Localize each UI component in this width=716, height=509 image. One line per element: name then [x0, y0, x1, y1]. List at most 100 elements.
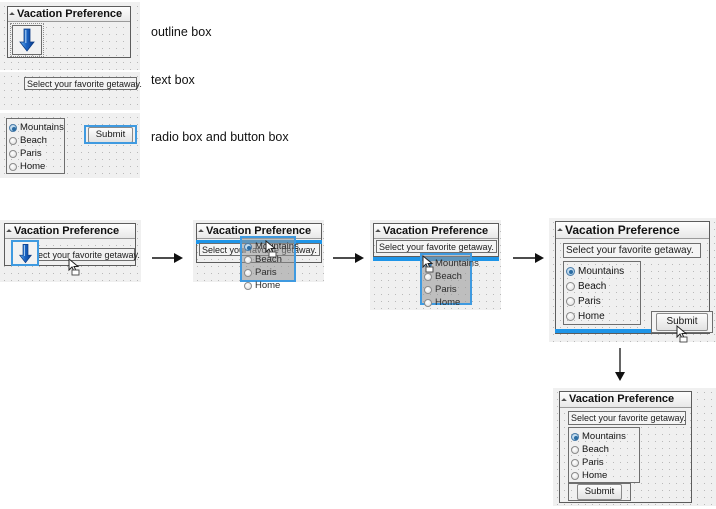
panel-title-label: Vacation Preference [17, 7, 123, 20]
submit-button[interactable]: Submit [656, 313, 708, 331]
result-outline-box[interactable]: Vacation Preference [559, 391, 692, 503]
step1-dragged-textbox[interactable]: Select your favorite getaway. [22, 248, 140, 261]
radio-dot-icon[interactable] [566, 282, 575, 291]
triangle-collapse-icon[interactable] [557, 228, 563, 234]
radio-row[interactable]: Home [244, 279, 292, 292]
radio-dot-icon[interactable] [571, 458, 579, 467]
radio-dot-icon[interactable] [9, 123, 17, 132]
radio-dot-icon[interactable] [571, 445, 579, 454]
buttonbox-sample[interactable]: Submit [85, 126, 136, 143]
radio-label: Beach [435, 270, 462, 282]
radio-label: Home [435, 296, 461, 308]
triangle-collapse-icon[interactable] [198, 229, 204, 235]
result-radiobox[interactable]: Mountains Beach Paris Home [568, 427, 640, 483]
radio-label: Mountains [582, 430, 626, 442]
step4-textbox[interactable]: Select your favorite getaway. [563, 243, 701, 258]
triangle-collapse-icon[interactable] [9, 12, 15, 18]
radio-row[interactable]: Home [566, 309, 637, 324]
radio-label: Home [578, 310, 605, 322]
result-buttonbox[interactable]: Submit [568, 483, 631, 501]
radio-dot-icon[interactable] [244, 268, 252, 277]
radio-dot-icon[interactable] [244, 242, 252, 251]
outline-box-sample[interactable]: Vacation Preference [7, 6, 131, 58]
radio-dot-icon[interactable] [424, 259, 432, 268]
radio-dot-icon[interactable] [571, 471, 579, 480]
triangle-collapse-icon[interactable] [561, 397, 567, 404]
panel-title-bar[interactable]: Vacation Preference [556, 222, 709, 239]
radio-row[interactable]: Beach [244, 253, 292, 266]
radio-row[interactable]: Paris [244, 266, 292, 279]
radio-dot-icon[interactable] [424, 285, 432, 294]
radio-row[interactable]: Home [424, 296, 468, 309]
annotation-outline-box: outline box [151, 25, 212, 39]
triangle-collapse-icon[interactable] [375, 229, 381, 235]
panel-title-bar[interactable]: Vacation Preference [8, 7, 130, 22]
radio-dot-icon[interactable] [244, 281, 252, 290]
panel-title-label: Vacation Preference [383, 224, 489, 237]
panel-title-bar[interactable]: Vacation Preference [5, 224, 135, 239]
radiobox-sample[interactable]: Mountains Beach Paris Home [6, 118, 65, 174]
flow-arrow-down [615, 348, 625, 381]
radio-dot-icon[interactable] [571, 432, 579, 441]
flow-arrow-right-2 [333, 253, 364, 263]
step4-outline-box[interactable]: Vacation Preference [555, 221, 710, 334]
submit-button[interactable]: Submit [87, 126, 134, 143]
radio-dot-icon[interactable] [9, 162, 17, 171]
radio-label: Mountains [20, 121, 64, 133]
panel-title-label: Vacation Preference [569, 393, 675, 405]
flow-arrow-right-3 [513, 253, 544, 263]
textbox-sample[interactable]: Select your favorite getaway. [24, 77, 142, 90]
annotation-text-box: text box [151, 73, 195, 87]
radio-dot-icon[interactable] [566, 312, 575, 321]
step2-dragged-radiobox[interactable]: Mountains Beach Paris Home [240, 236, 299, 290]
radio-row[interactable]: Home [9, 160, 61, 173]
radio-label: Paris [20, 147, 42, 159]
radio-row[interactable]: Beach [9, 134, 61, 147]
radio-dot-icon[interactable] [566, 297, 575, 306]
radio-row[interactable]: Paris [9, 147, 61, 160]
step4-dragged-buttonbox[interactable]: Submit [651, 311, 713, 333]
radio-row[interactable]: Paris [424, 283, 468, 296]
radio-dot-icon[interactable] [244, 255, 252, 264]
step4-radiobox[interactable]: Mountains Beach Paris Home [563, 261, 641, 325]
radio-dot-icon[interactable] [566, 267, 575, 276]
radio-row[interactable]: Mountains [571, 430, 636, 443]
triangle-collapse-icon[interactable] [6, 229, 12, 235]
radio-row[interactable]: Mountains [566, 264, 637, 279]
submit-button[interactable]: Submit [576, 484, 623, 500]
radio-label: Home [255, 279, 281, 291]
panel-title-bar[interactable]: Vacation Preference [560, 392, 691, 408]
blue-down-arrow-icon [18, 243, 32, 263]
radio-row[interactable]: Mountains [9, 121, 64, 134]
radio-row[interactable]: Beach [566, 279, 637, 294]
step3-dragged-radiobox[interactable]: Mountains Beach Paris Home [420, 253, 479, 307]
panel-title-label: Vacation Preference [14, 224, 120, 237]
radio-dot-icon[interactable] [9, 136, 17, 145]
panel-title-bar[interactable]: Vacation Preference [374, 224, 498, 239]
radio-label: Beach [255, 253, 282, 265]
radio-dot-icon[interactable] [424, 298, 432, 307]
radio-label: Paris [578, 295, 601, 307]
radio-label: Beach [20, 134, 47, 146]
radio-row[interactable]: Home [571, 469, 636, 482]
radio-row[interactable]: Beach [424, 270, 468, 283]
step1-arrow-icon-box[interactable] [12, 241, 38, 265]
radio-row[interactable]: Mountains [244, 240, 299, 253]
radio-dot-icon[interactable] [9, 149, 17, 158]
radio-label: Mountains [578, 265, 625, 277]
annotation-radio-and-button: radio box and button box [151, 130, 289, 144]
radio-label: Paris [435, 283, 457, 295]
arrow-icon-box[interactable] [12, 25, 42, 55]
radio-row[interactable]: Paris [566, 294, 637, 309]
radio-row[interactable]: Beach [571, 443, 636, 456]
panel-title-label: Vacation Preference [206, 224, 312, 237]
flow-arrow-right-1 [152, 253, 183, 263]
palette-canvas-radio-button [0, 113, 140, 178]
radio-row[interactable]: Mountains [424, 257, 479, 270]
radio-row[interactable]: Paris [571, 456, 636, 469]
radio-label: Beach [578, 280, 607, 292]
result-textbox[interactable]: Select your favorite getaway. [568, 411, 686, 425]
radio-dot-icon[interactable] [424, 272, 432, 281]
step3-textbox[interactable]: Select your favorite getaway. [376, 240, 497, 253]
radio-label: Paris [255, 266, 277, 278]
